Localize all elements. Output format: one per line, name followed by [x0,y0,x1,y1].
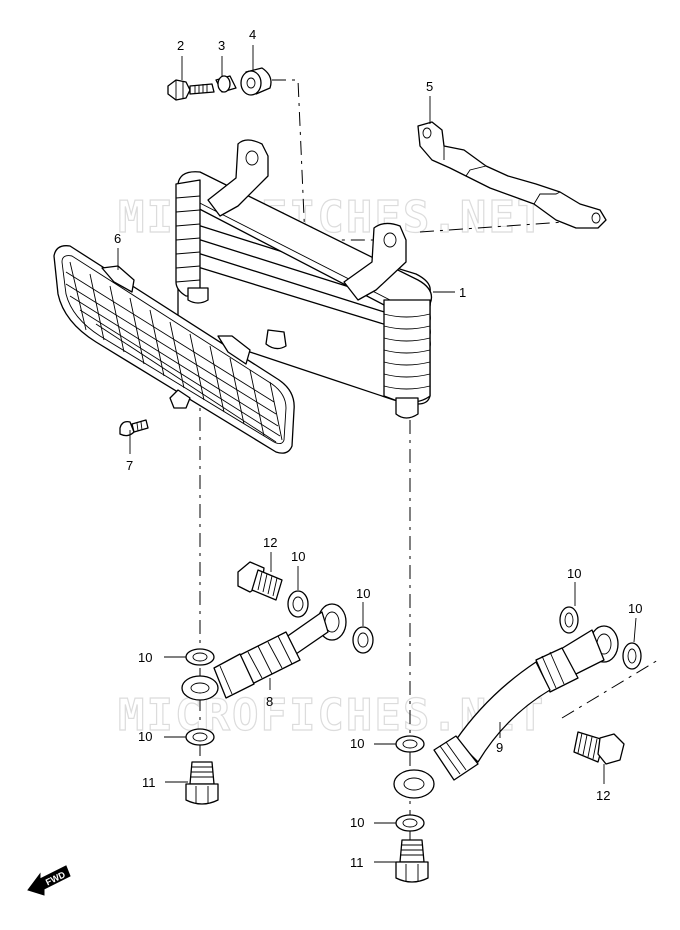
part-6-screen-guard [53,245,295,454]
callout-8: 8 [266,694,273,709]
leader-lines [117,45,637,863]
part-11-union-bolt-left [185,761,219,805]
callout-3: 3 [218,38,225,53]
callout-10-a: 10 [291,549,305,564]
part-11-union-bolt-right [395,839,429,883]
part-5-bracket [417,121,607,229]
part-8-oil-hose [181,603,347,701]
washers-10 [185,590,642,832]
callout-7: 7 [126,458,133,473]
callout-10-f: 10 [628,601,642,616]
callouts: 2 3 4 5 1 6 7 12 10 10 10 8 10 11 10 10 … [114,27,642,870]
washer-10-d [185,728,215,746]
callout-10-g: 10 [350,736,364,751]
callout-9: 9 [496,740,503,755]
part-9-oil-hose [393,625,619,799]
callout-11-right: 11 [350,855,364,870]
part-2-bolt [167,79,215,101]
part-4-grommet [240,67,272,96]
washer-10-g [395,735,425,753]
alignment-lines [199,79,659,848]
washer-10-a [287,590,309,618]
part-1-oil-cooler [175,139,433,419]
part-12-union-bolt-right [573,731,625,765]
callout-10-d: 10 [138,729,152,744]
callout-12-right: 12 [596,788,610,803]
callout-10-e: 10 [567,566,581,581]
callout-10-b: 10 [356,586,370,601]
callout-2: 2 [177,38,184,53]
callout-10-c: 10 [138,650,152,665]
washer-10-c [185,648,215,666]
callout-12-left: 12 [263,535,277,550]
washer-10-b [352,626,374,654]
callout-1: 1 [459,285,466,300]
washer-10-e [559,606,579,634]
washer-10-h [395,814,425,832]
callout-10-h: 10 [350,815,364,830]
part-3-collar [215,75,237,93]
fwd-arrow-icon: FWD [27,865,71,896]
callout-11-left: 11 [142,775,156,790]
part-7-screw [119,419,149,437]
callout-4: 4 [249,27,256,42]
washer-10-f [622,642,642,670]
callout-5: 5 [426,79,433,94]
callout-6: 6 [114,231,121,246]
part-12-union-bolt-left [237,561,283,601]
